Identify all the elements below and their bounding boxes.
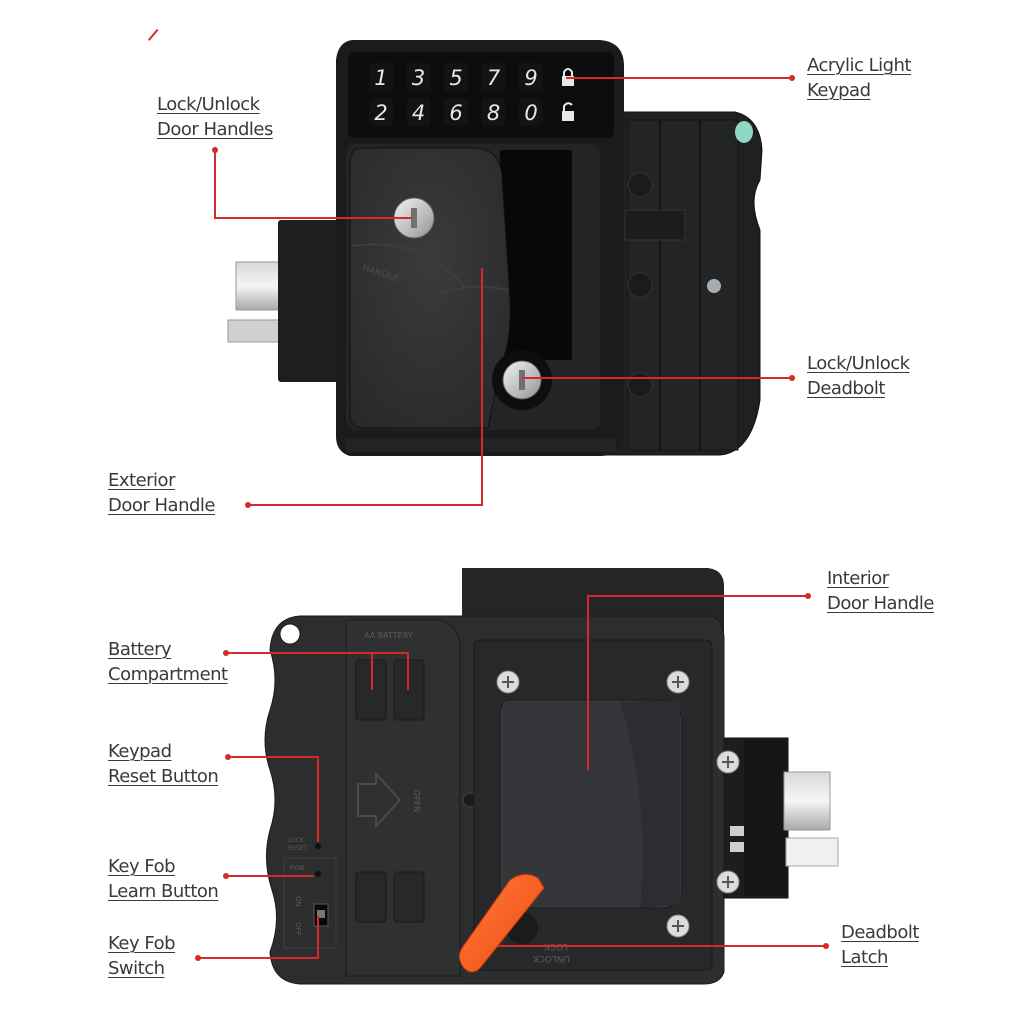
padlock-open-icon[interactable] bbox=[562, 102, 574, 121]
keypad-key-3[interactable]: 3 bbox=[412, 66, 425, 90]
callout-deadbolt: Lock/Unlock Deadbolt bbox=[807, 353, 910, 399]
callout-interior-handle: Interior Door Handle bbox=[827, 568, 934, 614]
keypad-key-bg bbox=[481, 63, 506, 91]
key-fob-learn-button[interactable] bbox=[315, 871, 321, 877]
arrow-embossing bbox=[357, 771, 402, 829]
interior-latch-metal bbox=[785, 837, 839, 867]
keypad-key-bg bbox=[369, 63, 393, 91]
callout-door-handles: Lock/Unlock Door Handles bbox=[157, 94, 273, 140]
deadbolt-metal bbox=[235, 261, 283, 311]
keypad-key-bg bbox=[481, 98, 506, 126]
keypad-reset-button[interactable] bbox=[315, 843, 321, 849]
screw-slot bbox=[722, 876, 734, 888]
leader-interior-handle bbox=[587, 595, 808, 770]
interior-lock-unit: AA BATTERY OPEN LOCK RESET FOB ON OFF LO… bbox=[264, 568, 839, 985]
svg-text:LOCK: LOCK bbox=[288, 837, 305, 844]
keypad-key-9[interactable]: 9 bbox=[524, 66, 537, 90]
keypad-key-bg bbox=[519, 98, 543, 126]
keypad-key-8[interactable]: 8 bbox=[487, 101, 500, 125]
leader-battery-a bbox=[226, 652, 409, 690]
callout-acrylic-keypad: Acrylic Light Keypad bbox=[807, 55, 912, 101]
keypad-key-2[interactable]: 2 bbox=[374, 101, 387, 125]
keypad-key-bg bbox=[406, 63, 431, 91]
keypad-key-7[interactable]: 7 bbox=[487, 66, 501, 90]
keypad-key-1[interactable]: 1 bbox=[374, 66, 387, 90]
callout-deadbolt-latch: Deadbolt Latch bbox=[841, 922, 919, 968]
keypad-key-bg bbox=[519, 63, 543, 91]
leader-exterior-handle bbox=[248, 268, 483, 506]
callout-reset-button: Keypad Reset Button bbox=[108, 741, 219, 787]
keypad-key-4[interactable]: 4 bbox=[412, 101, 425, 125]
interior-deadbolt-metal bbox=[783, 771, 831, 831]
keypad-key-0[interactable]: 0 bbox=[524, 101, 537, 125]
mounting-hole bbox=[279, 623, 301, 645]
screw-slot bbox=[672, 920, 684, 932]
edge-bracket bbox=[278, 220, 342, 382]
keypad-key-bg bbox=[369, 98, 393, 126]
keypad-key-bg bbox=[406, 98, 431, 126]
padlock-closed-icon[interactable] bbox=[562, 68, 574, 86]
screw-slot bbox=[672, 676, 684, 688]
keypad-key-bg bbox=[444, 63, 468, 91]
keypad-key-bg bbox=[444, 98, 468, 126]
latch-bar-metal bbox=[227, 319, 283, 343]
leader-reset bbox=[228, 756, 319, 842]
svg-text:FOB: FOB bbox=[290, 864, 305, 872]
svg-text:OFF: OFF bbox=[294, 922, 302, 936]
deadbolt-latch bbox=[458, 874, 545, 973]
callout-dots bbox=[195, 75, 829, 961]
keypad-key-6[interactable]: 6 bbox=[449, 101, 462, 125]
svg-text:UNLOCK: UNLOCK bbox=[532, 953, 570, 963]
callout-exterior-handle: Exterior Door Handle bbox=[108, 470, 215, 516]
leader-fob-switch bbox=[198, 916, 319, 959]
screw-slot bbox=[502, 676, 514, 688]
leader-door-handles bbox=[214, 150, 412, 219]
svg-text:RESET: RESET bbox=[288, 845, 308, 852]
svg-text:AA BATTERY: AA BATTERY bbox=[364, 631, 413, 640]
callout-learn-button: Key Fob Learn Button bbox=[108, 856, 219, 902]
callout-leaders bbox=[198, 77, 826, 959]
keypad-key-5[interactable]: 5 bbox=[449, 66, 462, 90]
callout-battery: Battery Compartment bbox=[108, 639, 228, 685]
screw-slot bbox=[722, 756, 734, 768]
callout-fob-switch: Key Fob Switch bbox=[108, 933, 176, 979]
svg-text:OPEN: OPEN bbox=[412, 790, 421, 812]
screw-hole bbox=[707, 279, 721, 293]
svg-text:ON: ON bbox=[294, 896, 302, 907]
indicator-light bbox=[735, 121, 753, 143]
